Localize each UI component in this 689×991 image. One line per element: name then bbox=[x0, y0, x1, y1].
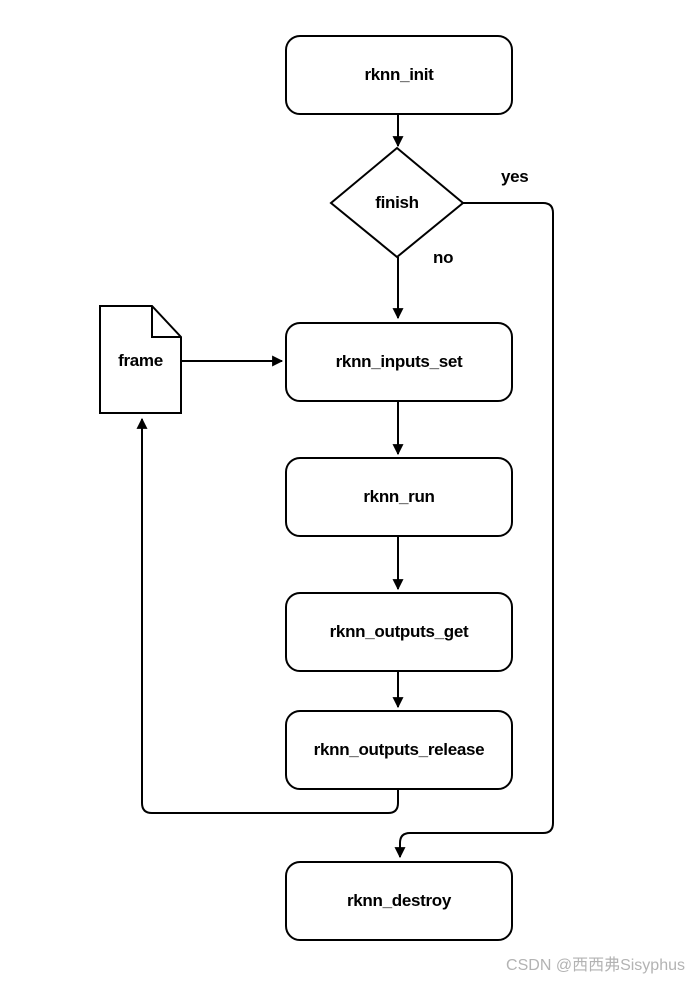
node-rknn-outputs-release-label: rknn_outputs_release bbox=[313, 740, 485, 759]
edge-outputs-release-to-frame bbox=[136, 417, 399, 814]
node-finish-label: finish bbox=[375, 193, 419, 212]
node-rknn-inputs-set: rknn_inputs_set bbox=[285, 322, 513, 402]
node-rknn-inputs-set-label: rknn_inputs_set bbox=[335, 352, 463, 371]
node-rknn-run: rknn_run bbox=[285, 457, 513, 537]
watermark-text: CSDN @西西弗Sisyphus bbox=[506, 957, 685, 974]
node-rknn-init: rknn_init bbox=[285, 35, 513, 115]
node-rknn-init-label: rknn_init bbox=[364, 65, 434, 84]
node-frame-label: frame bbox=[118, 351, 163, 370]
node-rknn-outputs-get-label: rknn_outputs_get bbox=[329, 622, 469, 641]
node-rknn-outputs-release: rknn_outputs_release bbox=[285, 710, 513, 790]
node-rknn-destroy-label: rknn_destroy bbox=[346, 891, 452, 910]
document-fold-corner bbox=[151, 306, 181, 338]
node-rknn-outputs-get: rknn_outputs_get bbox=[285, 592, 513, 672]
node-rknn-run-label: rknn_run bbox=[363, 487, 435, 506]
document-shape bbox=[99, 305, 182, 414]
node-rknn-destroy: rknn_destroy bbox=[285, 861, 513, 941]
edge-label-no: no bbox=[433, 248, 454, 267]
edge-label-yes: yes bbox=[501, 167, 529, 186]
edge-finish-to-destroy bbox=[394, 202, 554, 859]
